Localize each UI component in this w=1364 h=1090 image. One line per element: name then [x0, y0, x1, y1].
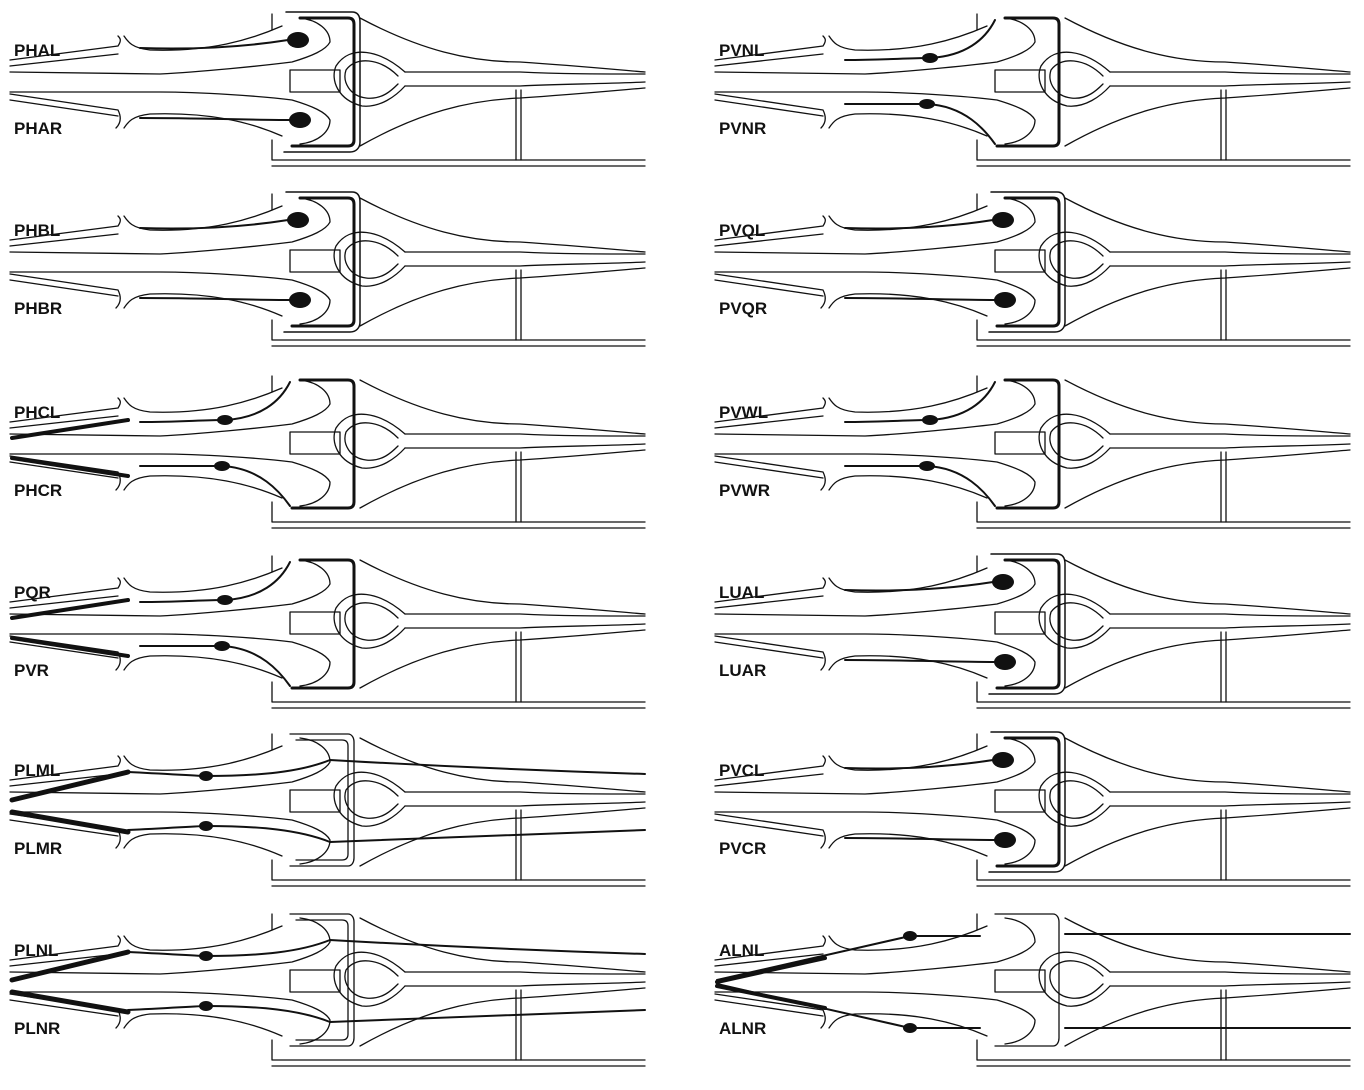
panels-layer: PHALPHARPHBLPHBRPHCLPHCRPQRPVRPLMLPLMRPL… [10, 12, 1350, 1066]
panel-phcl-phcr: PHCL PHCR [10, 376, 645, 528]
label-phbl: PHBL [14, 221, 60, 240]
label-alnr: ALNR [719, 1019, 766, 1038]
label-phal: PHAL [14, 41, 60, 60]
label-lual: LUAL [719, 583, 764, 602]
panel-pvql-pvqr: PVQL PVQR [715, 192, 1350, 346]
panel-alnl-alnr: ALNL ALNR [715, 914, 1350, 1066]
label-phcr: PHCR [14, 481, 62, 500]
label-phbr: PHBR [14, 299, 62, 318]
label-plml: PLML [14, 761, 60, 780]
label-pvr: PVR [14, 661, 49, 680]
label-luar: LUAR [719, 661, 766, 680]
label-pqr: PQR [14, 583, 51, 602]
label-alnl: ALNL [719, 941, 764, 960]
panel-phbl-phbr: PHBL PHBR [10, 192, 645, 346]
panel-phal-phar: PHAL PHAR [10, 12, 645, 166]
label-phcl: PHCL [14, 403, 60, 422]
label-pvcl: PVCL [719, 761, 764, 780]
panel-pvnl-pvnr: PVNL PVNR [715, 14, 1350, 166]
label-pvwr: PVWR [719, 481, 770, 500]
label-phar: PHAR [14, 119, 62, 138]
label-plmr: PLMR [14, 839, 62, 858]
panel-plnl-plnr: PLNL PLNR [10, 914, 645, 1066]
panel-pvwl-pvwr: PVWL PVWR [715, 376, 1350, 528]
label-pvwl: PVWL [719, 403, 768, 422]
panel-pqr-pvr: PQR PVR [10, 556, 645, 708]
label-pvqr: PVQR [719, 299, 767, 318]
label-pvcr: PVCR [719, 839, 766, 858]
label-plnl: PLNL [14, 941, 58, 960]
label-plnr: PLNR [14, 1019, 60, 1038]
label-pvnr: PVNR [719, 119, 766, 138]
label-pvnl: PVNL [719, 41, 764, 60]
panel-lual-luar: LUAL LUAR [715, 554, 1350, 708]
panel-pvcl-pvcr: PVCL PVCR [715, 732, 1350, 886]
label-pvql: PVQL [719, 221, 765, 240]
panel-plml-plmr: PLML PLMR [10, 734, 645, 886]
